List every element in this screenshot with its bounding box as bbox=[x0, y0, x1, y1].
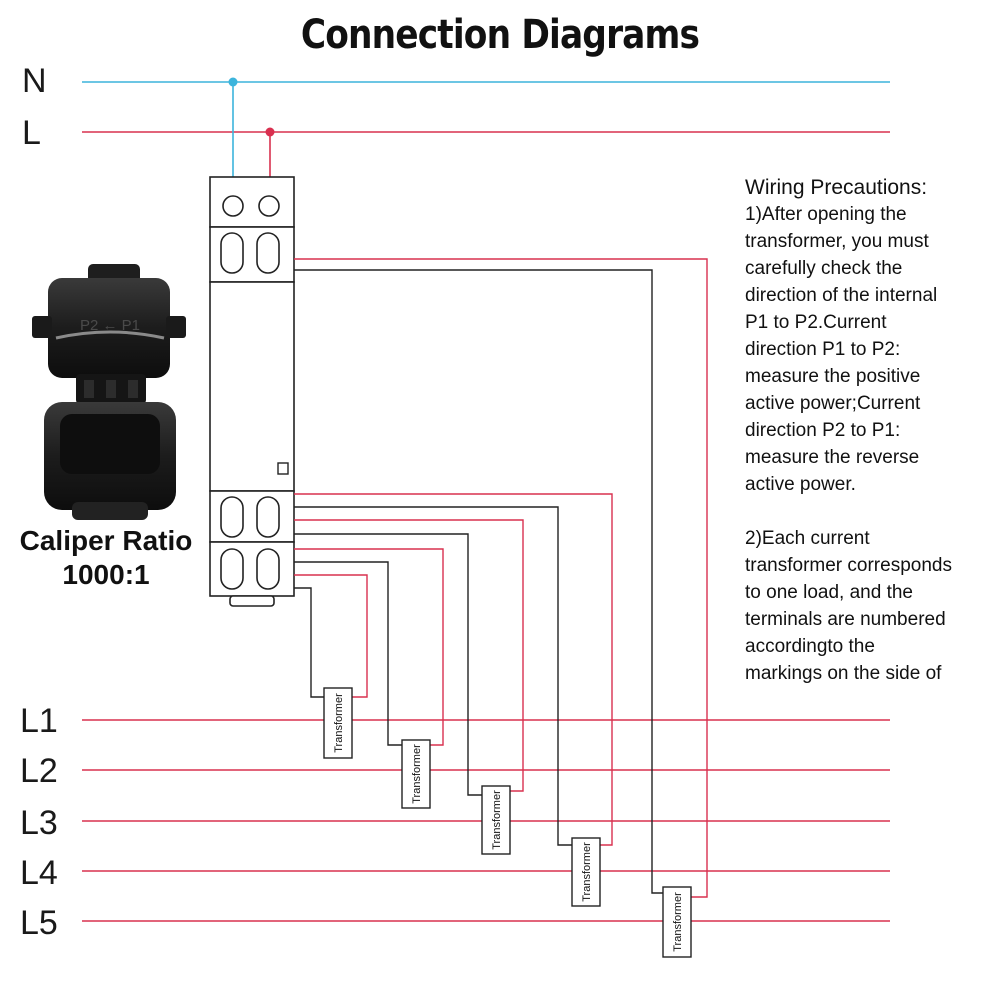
precaution-line: measure the reverse bbox=[745, 447, 920, 468]
terminal-screw-l bbox=[258, 195, 280, 217]
ct3-box bbox=[481, 785, 511, 855]
neutral-junction-dot bbox=[228, 77, 238, 87]
clamp-hinge-knuckle bbox=[106, 380, 116, 398]
terminal-slot bbox=[256, 548, 280, 590]
meter-indicator bbox=[277, 462, 289, 475]
clamp-highlight bbox=[55, 330, 165, 340]
ct1-return-wire bbox=[294, 587, 324, 698]
bus-label-l3: L3 bbox=[20, 804, 58, 842]
ct1-label: Transformer bbox=[333, 693, 345, 753]
ct5-line-wire bbox=[294, 258, 708, 898]
terminal-slot bbox=[256, 496, 280, 538]
precaution-line: 2)Each current bbox=[745, 528, 870, 549]
precaution-line: active power. bbox=[745, 474, 856, 495]
precaution-line: transformer corresponds bbox=[745, 555, 952, 576]
bus-label-l4: L4 bbox=[20, 854, 58, 892]
ct2-box bbox=[401, 739, 431, 809]
split-core-clamp-image: P2 ← P1 bbox=[32, 264, 186, 520]
ct4-line-wire bbox=[294, 493, 613, 846]
terminal-slot bbox=[256, 232, 280, 274]
precaution-line: markings on the side of bbox=[745, 663, 942, 684]
clamp-side-tab-left bbox=[32, 316, 52, 338]
bus-label-l: L bbox=[22, 114, 41, 152]
din-rail-clip bbox=[229, 595, 275, 607]
precaution-line: to one load, and the bbox=[745, 582, 913, 603]
terminal-slot bbox=[220, 232, 244, 274]
clamp-lower-foot bbox=[72, 502, 148, 520]
precaution-line: direction P2 to P1: bbox=[745, 420, 901, 441]
bus-label-l1: L1 bbox=[20, 702, 58, 740]
energy-meter bbox=[209, 176, 295, 607]
bus-label-l5: L5 bbox=[20, 904, 58, 942]
precaution-line: terminals are numbered bbox=[745, 609, 946, 630]
precaution-line: P1 to P2.Current bbox=[745, 312, 887, 333]
ct2-return-wire bbox=[294, 561, 402, 746]
caliper-ratio: 1000:1 bbox=[62, 559, 150, 590]
ct1: Transformer bbox=[323, 687, 353, 759]
ct1-line-wire bbox=[294, 574, 368, 698]
precaution-line: accordingto the bbox=[745, 636, 875, 657]
ct4-return-wire bbox=[294, 506, 572, 846]
ct5-box bbox=[662, 886, 692, 958]
ct3-label: Transformer bbox=[491, 790, 503, 850]
caliper-label: Caliper Ratio bbox=[19, 525, 193, 556]
precaution-item-2: 2)Each current transformer corresponds t… bbox=[745, 525, 995, 687]
precautions-heading: Wiring Precautions: bbox=[745, 176, 928, 199]
diagram-title: Connection Diagrams bbox=[300, 12, 700, 58]
clamp-side-tab-right bbox=[166, 316, 186, 338]
precaution-line: direction P1 to P2: bbox=[745, 339, 901, 360]
precaution-item-1: 1)After opening the transformer, you mus… bbox=[745, 201, 995, 498]
terminal-slot bbox=[220, 496, 244, 538]
ct2-label: Transformer bbox=[411, 744, 423, 804]
ct1-box bbox=[323, 687, 353, 759]
terminal-screw-n bbox=[222, 195, 244, 217]
ct5-return-wire bbox=[294, 269, 665, 894]
ct4-box bbox=[571, 837, 601, 907]
live-junction-dot bbox=[265, 127, 275, 137]
precaution-line: measure the positive bbox=[745, 366, 921, 387]
meter-top-terminal-block bbox=[209, 176, 295, 228]
clamp-hinge-knuckle bbox=[128, 380, 138, 398]
precaution-line: transformer, you must bbox=[745, 231, 929, 252]
clamp-markings: P2 ← P1 bbox=[80, 317, 140, 334]
clamp-lower-inner bbox=[60, 414, 160, 474]
ct2-line-wire bbox=[294, 548, 444, 746]
precaution-line: carefully check the bbox=[745, 258, 903, 279]
precaution-line: 1)After opening the bbox=[745, 204, 907, 225]
precaution-line: active power;Current bbox=[745, 393, 921, 414]
ct5-label: Transformer bbox=[672, 892, 684, 952]
ct5: Transformer bbox=[662, 886, 692, 958]
ct3-return-wire bbox=[294, 533, 482, 796]
terminal-slot bbox=[220, 548, 244, 590]
clamp-upper-body bbox=[48, 278, 170, 378]
bus-label-l2: L2 bbox=[20, 752, 58, 790]
clamp-hinge-knuckle bbox=[84, 380, 94, 398]
transformer-wiring bbox=[294, 258, 708, 898]
bus-label-n: N bbox=[22, 62, 47, 100]
ct3: Transformer bbox=[481, 785, 511, 855]
ct3-line-wire bbox=[294, 519, 524, 792]
ct4: Transformer bbox=[571, 837, 601, 907]
precaution-line: direction of the internal bbox=[745, 285, 938, 306]
ct4-label: Transformer bbox=[581, 842, 593, 902]
ct2: Transformer bbox=[401, 739, 431, 809]
wiring-precautions: Wiring Precautions: 1)After opening the … bbox=[745, 175, 995, 687]
caliper-ratio-block: Caliper Ratio 1000:1 bbox=[0, 524, 212, 592]
meter-body bbox=[209, 281, 295, 492]
